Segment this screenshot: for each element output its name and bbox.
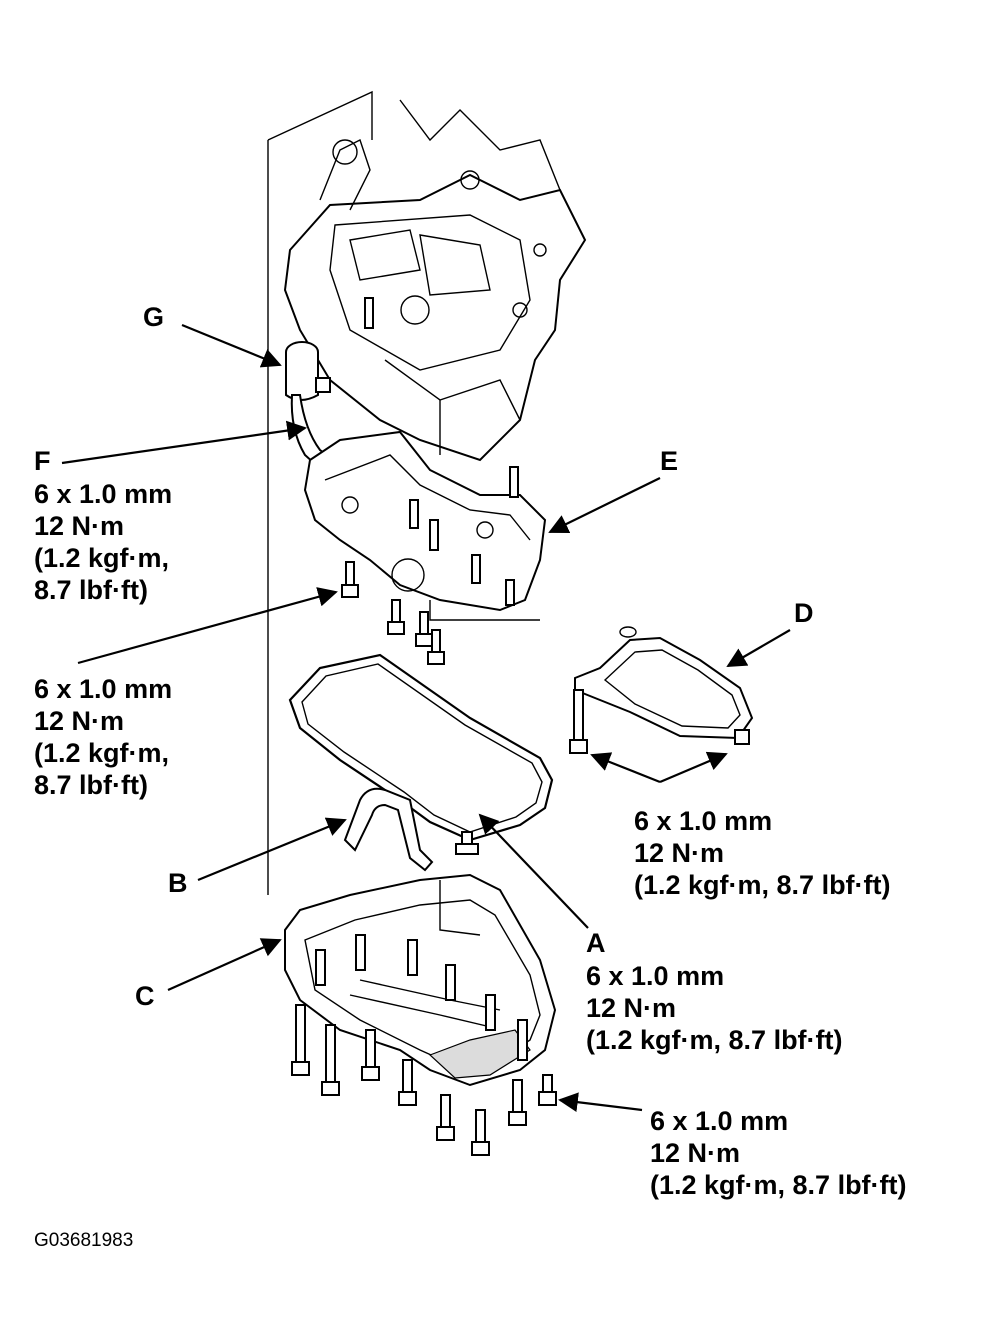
- figure-code: G03681983: [34, 1230, 133, 1251]
- torque-spec-a: 6 x 1.0 mm 12 N·m (1.2 kgf·m, 8.7 lbf·ft…: [586, 961, 843, 1055]
- spec-size: 6 x 1.0 mm: [650, 1106, 788, 1136]
- spec-size: 6 x 1.0 mm: [634, 806, 772, 836]
- callout-b: B: [168, 868, 188, 898]
- torque-spec-d: 6 x 1.0 mm 12 N·m (1.2 kgf·m, 8.7 lbf·ft…: [634, 806, 891, 900]
- callout-d: D: [794, 598, 814, 628]
- spec-size: 6 x 1.0 mm: [34, 674, 172, 704]
- torque-spec-f: 6 x 1.0 mm 12 N·m (1.2 kgf·m, 8.7 lbf·ft…: [34, 479, 172, 605]
- callout-c: C: [135, 981, 155, 1011]
- spec-kgf: (1.2 kgf·m,: [34, 543, 169, 573]
- spec-kgf-lbf: (1.2 kgf·m, 8.7 lbf·ft): [586, 1025, 843, 1055]
- spec-torque: 12 N·m: [34, 706, 124, 736]
- drain-plug-a: [455, 831, 479, 855]
- bolts-e: [341, 499, 515, 665]
- pipe-b: [343, 787, 434, 872]
- spec-kgf-lbf: (1.2 kgf·m, 8.7 lbf·ft): [650, 1170, 907, 1200]
- callout-f: F: [34, 446, 51, 476]
- callout-e: E: [660, 446, 678, 476]
- spec-lbf: 8.7 lbf·ft): [34, 575, 148, 605]
- callout-g: G: [143, 302, 164, 332]
- torque-spec-left: 6 x 1.0 mm 12 N·m (1.2 kgf·m, 8.7 lbf·ft…: [34, 674, 172, 800]
- spec-torque: 12 N·m: [634, 838, 724, 868]
- spec-size: 6 x 1.0 mm: [34, 479, 172, 509]
- leader-lines: [61, 323, 791, 1112]
- oil-pan-gasket: [288, 653, 554, 842]
- engine-block: [267, 90, 587, 895]
- torque-spec-bottom: 6 x 1.0 mm 12 N·m (1.2 kgf·m, 8.7 lbf·ft…: [650, 1106, 907, 1200]
- spec-lbf: 8.7 lbf·ft): [34, 770, 148, 800]
- spec-kgf: (1.2 kgf·m,: [34, 738, 169, 768]
- spec-torque: 12 N·m: [34, 511, 124, 541]
- spec-torque: 12 N·m: [650, 1138, 740, 1168]
- spec-torque: 12 N·m: [586, 993, 676, 1023]
- cover-d: [569, 626, 754, 754]
- spec-size: 6 x 1.0 mm: [586, 961, 724, 991]
- callout-a: A: [586, 928, 606, 958]
- baffle-plate-e: [303, 297, 547, 621]
- bolts-c: [291, 934, 557, 1156]
- spec-kgf-lbf: (1.2 kgf·m, 8.7 lbf·ft): [634, 870, 891, 900]
